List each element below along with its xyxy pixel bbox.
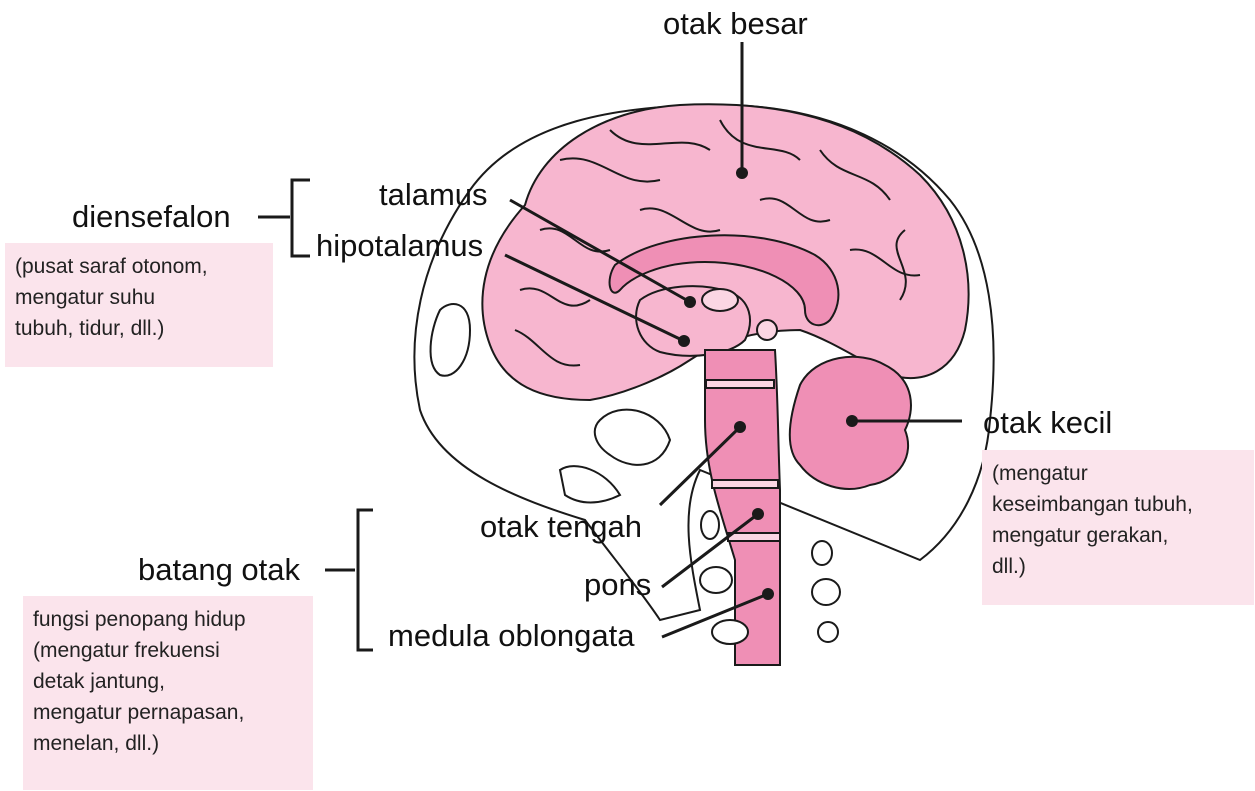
note-diensefalon-line: tubuh, tidur, dll.) [15,313,263,344]
label-medula-oblongata: medula oblongata [388,618,634,654]
note-diensefalon: (pusat saraf otonom, mengatur suhu tubuh… [5,243,273,367]
label-batang-otak: batang otak [138,552,300,588]
note-otak-kecil-line: keseimbangan tubuh, [992,489,1244,520]
note-batang-otak: fungsi penopang hidup (mengatur frekuens… [23,596,313,790]
label-diensefalon: diensefalon [72,199,231,235]
label-otak-tengah: otak tengah [480,509,642,545]
label-pons: pons [584,567,651,603]
note-diensefalon-line: mengatur suhu [15,282,263,313]
note-otak-kecil-line: dll.) [992,551,1244,582]
label-otak-besar: otak besar [663,6,808,42]
pineal-ring [757,320,777,340]
label-talamus: talamus [379,177,488,213]
label-hipotalamus: hipotalamus [316,228,483,264]
note-batang-otak-line: menelan, dll.) [33,728,303,759]
note-otak-kecil-line: mengatur gerakan, [992,520,1244,551]
note-batang-otak-line: detak jantung, [33,666,303,697]
brainstem [705,350,780,665]
note-batang-otak-line: (mengatur frekuensi [33,635,303,666]
note-otak-kecil: (mengatur keseimbangan tubuh, mengatur g… [982,450,1254,605]
label-otak-kecil: otak kecil [983,405,1112,441]
note-otak-kecil-line: (mengatur [992,458,1244,489]
note-diensefalon-line: (pusat saraf otonom, [15,251,263,282]
note-batang-otak-line: mengatur pernapasan, [33,697,303,728]
thalamus-oval [702,289,738,311]
note-batang-otak-line: fungsi penopang hidup [33,604,303,635]
